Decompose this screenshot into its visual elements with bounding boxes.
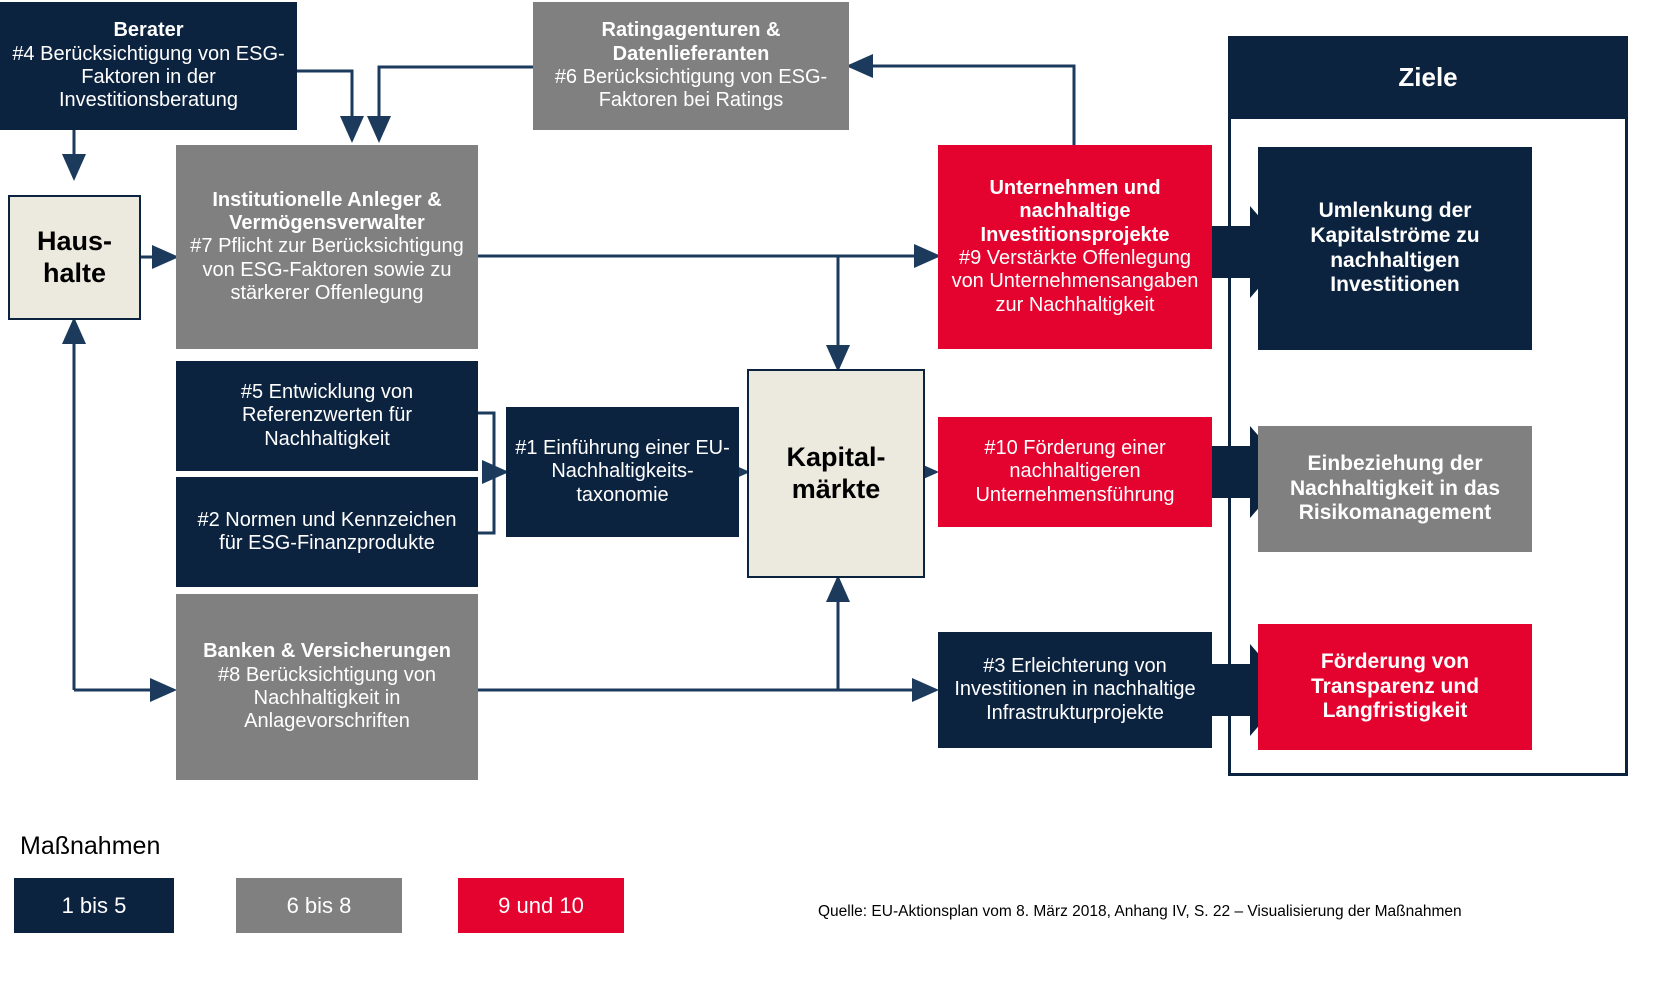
node-ziel-umlenkung-body: Umlenkung der Kapitalströme zu nachhalti… — [1310, 199, 1480, 297]
node-ziel-umlenkung[interactable]: Umlenkung der Kapitalströme zu nachhalti… — [1258, 147, 1532, 350]
legend-swatch-9-und-10[interactable]: 9 und 10 — [458, 878, 624, 933]
node-massnahme-1-body: #1 Einführung einer EU-Nachhaltigkeits-t… — [515, 436, 730, 506]
node-ziel-transparenz[interactable]: Förderung von Transparenz und Langfristi… — [1258, 624, 1532, 750]
node-massnahme-3[interactable]: #3 Erleichterung von Investitionen in na… — [938, 632, 1212, 748]
wire-unternehmen-rating — [846, 54, 1076, 145]
node-massnahme-2-body: #2 Normen und Kennzeichen für ESG-Finanz… — [197, 508, 457, 554]
legend-label-1-bis-5: 1 bis 5 — [61, 892, 127, 918]
legend-label-9-und-10: 9 und 10 — [498, 892, 584, 918]
wire-rating-institutionelle — [367, 65, 533, 143]
legend-swatch-6-bis-8[interactable]: 6 bis 8 — [236, 878, 402, 933]
node-ratingagenturen-title: Ratingagenturen & Datenlieferanten — [601, 19, 781, 65]
node-kapitalmaerkte-line1: Kapital- — [786, 441, 886, 472]
node-banken-title: Banken & Versicherungen — [203, 640, 451, 663]
node-banken-body: #8 Berücksichtigung von Nachhaltigkeit i… — [218, 663, 436, 733]
node-haushalte[interactable]: Haus- halte — [8, 195, 141, 320]
wire-m5-m1 — [478, 411, 509, 484]
node-massnahme-2[interactable]: #2 Normen und Kennzeichen für ESG-Finanz… — [176, 477, 478, 587]
node-massnahme-10-body: #10 Förderung einer nachhaltigeren Unter… — [975, 436, 1175, 506]
node-massnahme-3-body: #3 Erleichterung von Investitionen in na… — [954, 654, 1196, 724]
node-institutionelle-title: Institutionelle Anleger & Vermögensverwa… — [212, 188, 442, 234]
node-massnahme-5-body: #5 Entwicklung von Referenzwerten für Na… — [240, 380, 414, 450]
node-berater[interactable]: Berater #4 Berücksichtigung von ESG-Fakt… — [0, 2, 297, 130]
node-ziel-transparenz-body: Förderung von Transparenz und Langfristi… — [1310, 650, 1480, 723]
node-berater-title: Berater — [113, 19, 184, 42]
node-massnahme-1[interactable]: #1 Einführung einer EU-Nachhaltigkeits-t… — [506, 407, 739, 537]
node-kapitalmaerkte[interactable]: Kapital- märkte — [747, 369, 925, 578]
node-kapitalmaerkte-line2: märkte — [791, 473, 881, 504]
legend-label-6-bis-8: 6 bis 8 — [286, 892, 352, 918]
legend-title: Maßnahmen — [20, 832, 161, 860]
node-unternehmen[interactable]: Unternehmen und nachhaltige Investitions… — [938, 145, 1212, 349]
wire-m2-bracket — [478, 472, 496, 535]
node-massnahme-5[interactable]: #5 Entwicklung von Referenzwerten für Na… — [176, 361, 478, 471]
node-unternehmen-body: #9 Verstärkte Offenlegung von Unternehme… — [951, 247, 1199, 316]
node-unternehmen-title: Unternehmen und nachhaltige Investitions… — [980, 176, 1170, 246]
ziele-header: Ziele — [1228, 36, 1628, 119]
node-massnahme-10[interactable]: #10 Förderung einer nachhaltigeren Unter… — [938, 417, 1212, 527]
node-ziel-risikomanagement[interactable]: Einbeziehung der Nachhaltigkeit in das R… — [1258, 426, 1532, 552]
node-haushalte-line2: halte — [42, 257, 107, 288]
node-berater-body: #4 Berücksichtigung von ESG-Faktoren in … — [12, 42, 285, 112]
node-institutionelle-anleger[interactable]: Institutionelle Anleger & Vermögensverwa… — [176, 145, 478, 349]
node-ratingagenturen-body: #6 Berücksichtigung von ESG-Faktoren bei… — [554, 66, 828, 112]
node-ziel-risikomanagement-body: Einbeziehung der Nachhaltigkeit in das R… — [1289, 452, 1501, 525]
wire-berater-institutionelle — [297, 69, 364, 143]
source-note: Quelle: EU-Aktionsplan vom 8. März 2018,… — [818, 903, 1462, 920]
node-institutionelle-body: #7 Pflicht zur Berücksichtigung von ESG-… — [190, 235, 464, 305]
legend-swatch-1-bis-5[interactable]: 1 bis 5 — [14, 878, 174, 933]
node-haushalte-line1: Haus- — [36, 225, 112, 256]
node-ratingagenturen[interactable]: Ratingagenturen & Datenlieferanten #6 Be… — [533, 2, 849, 130]
node-banken-versicherungen[interactable]: Banken & Versicherungen #8 Berücksichtig… — [176, 594, 478, 780]
